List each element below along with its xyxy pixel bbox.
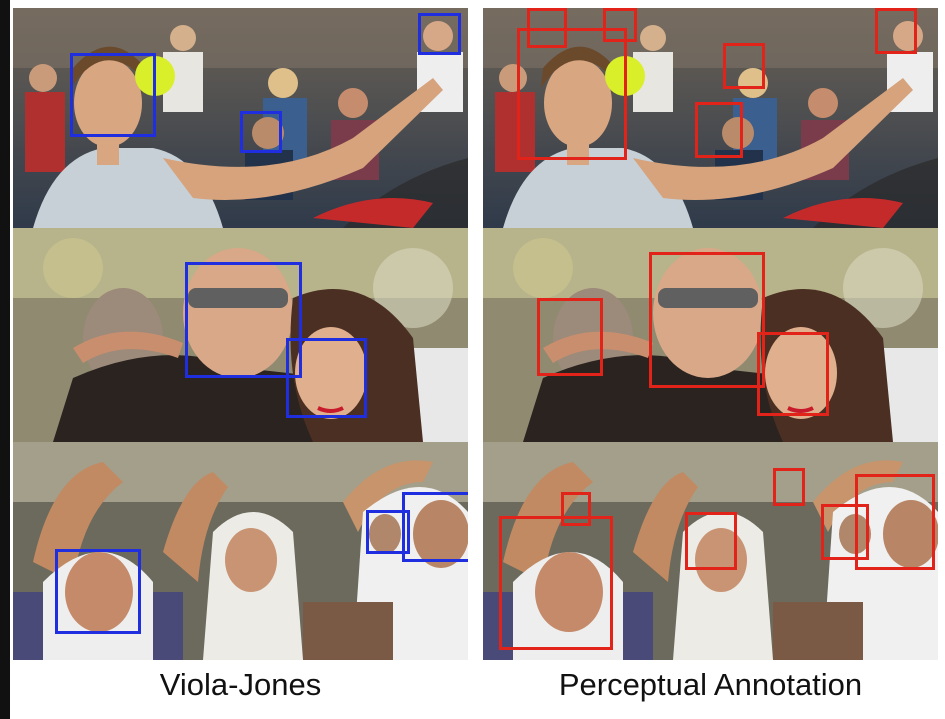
perceptual-face-box [695, 102, 743, 158]
tennis-scene-image [483, 8, 938, 228]
perceptual-tennis-panel [483, 8, 938, 228]
perceptual-face-box [603, 8, 637, 42]
viola-jones-couple-panel [13, 228, 468, 442]
viola-jones-crowd-panel [13, 442, 468, 660]
tennis-scene-image [13, 8, 468, 228]
viola-jones-face-box [286, 338, 367, 418]
perceptual-annotation-caption: Perceptual Annotation [558, 667, 863, 702]
perceptual-face-box [757, 332, 829, 416]
perceptual-face-box [527, 8, 567, 48]
perceptual-face-box [875, 8, 917, 54]
viola-jones-face-box [402, 492, 468, 562]
viola-jones-face-box [70, 53, 156, 137]
viola-jones-caption: Viola-Jones [159, 667, 322, 702]
crowd-scene-image [483, 442, 938, 660]
viola-jones-face-box [185, 262, 302, 378]
perceptual-face-box [537, 298, 603, 376]
couple-scene-image [13, 228, 468, 442]
viola-jones-face-box [55, 549, 141, 634]
perceptual-face-box [821, 504, 869, 560]
perceptual-face-box [499, 516, 613, 650]
couple-scene-image [483, 228, 938, 442]
perceptual-face-box [561, 492, 591, 526]
perceptual-face-box [517, 28, 627, 160]
perceptual-face-box [649, 252, 765, 388]
perceptual-face-box [773, 468, 805, 506]
viola-jones-tennis-panel [13, 8, 468, 228]
slide: Viola-Jones Perceptual Annotation [10, 0, 945, 719]
viola-jones-face-box [240, 111, 282, 153]
viola-jones-face-box [366, 510, 410, 554]
perceptual-crowd-panel [483, 442, 938, 660]
perceptual-face-box [723, 43, 765, 89]
perceptual-face-box [685, 512, 737, 570]
perceptual-couple-panel [483, 228, 938, 442]
viola-jones-face-box [418, 13, 461, 55]
perceptual-face-box [855, 474, 935, 570]
